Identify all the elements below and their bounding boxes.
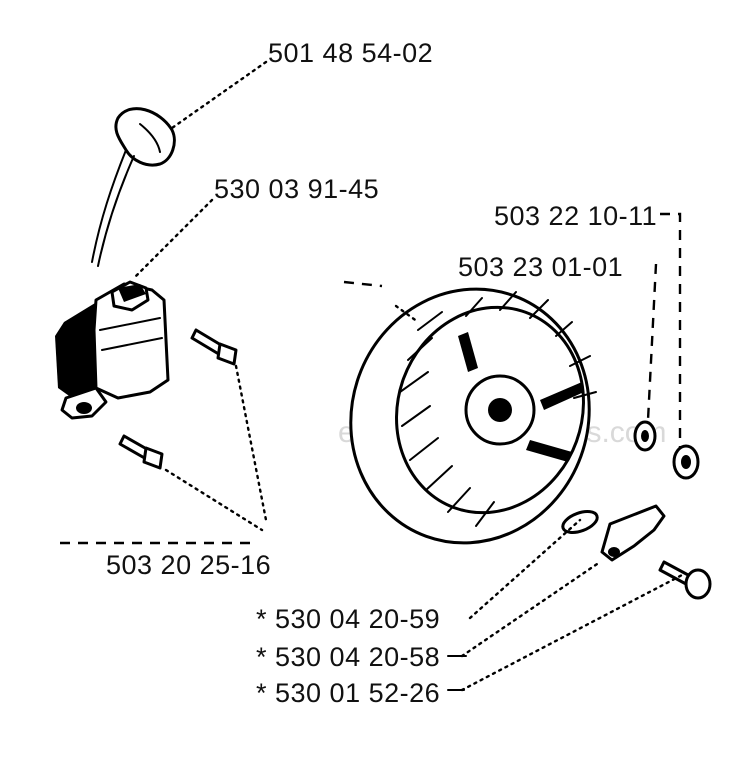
module-screw-lower [118, 434, 164, 470]
label-key: * 530 04 20-59 [256, 604, 440, 634]
label-pawl-screw: * 530 01 52-26 [256, 678, 440, 708]
label-spark-plug-cap: 501 48 54-02 [268, 38, 433, 68]
leader-flywheel-nut [660, 212, 682, 448]
leader-ticks [447, 655, 467, 691]
flywheel-nut-drawing [672, 444, 700, 480]
leader-pawl [460, 560, 602, 658]
flywheel-axis-mark [343, 280, 383, 288]
spark-plug-cap-drawing [91, 107, 176, 267]
flywheel-axis-dots [394, 304, 420, 324]
leader-ignition-module [134, 198, 214, 278]
flywheel-washer-drawing [633, 420, 657, 452]
module-screw-upper [190, 328, 238, 366]
label-pawl: * 530 04 20-58 [256, 642, 440, 672]
leader-flywheel-washer [646, 263, 658, 421]
label-module-screws: 503 20 25-16 [106, 550, 271, 580]
pawl-drawing [600, 504, 666, 562]
flywheel-drawing [349, 287, 597, 545]
label-flywheel-washer: 503 23 01-01 [458, 252, 623, 282]
leader-pawl-screw [460, 572, 686, 692]
label-ignition-module: 530 03 91-45 [214, 174, 379, 204]
leader-screw-upper [234, 364, 268, 522]
leader-spark-plug-cap [170, 60, 268, 130]
leader-screw-lower [164, 468, 264, 532]
label-flywheel-nut: 503 22 10-11 [494, 201, 657, 231]
ignition-module-drawing [55, 280, 170, 420]
pawl-screw-drawing [658, 560, 712, 600]
